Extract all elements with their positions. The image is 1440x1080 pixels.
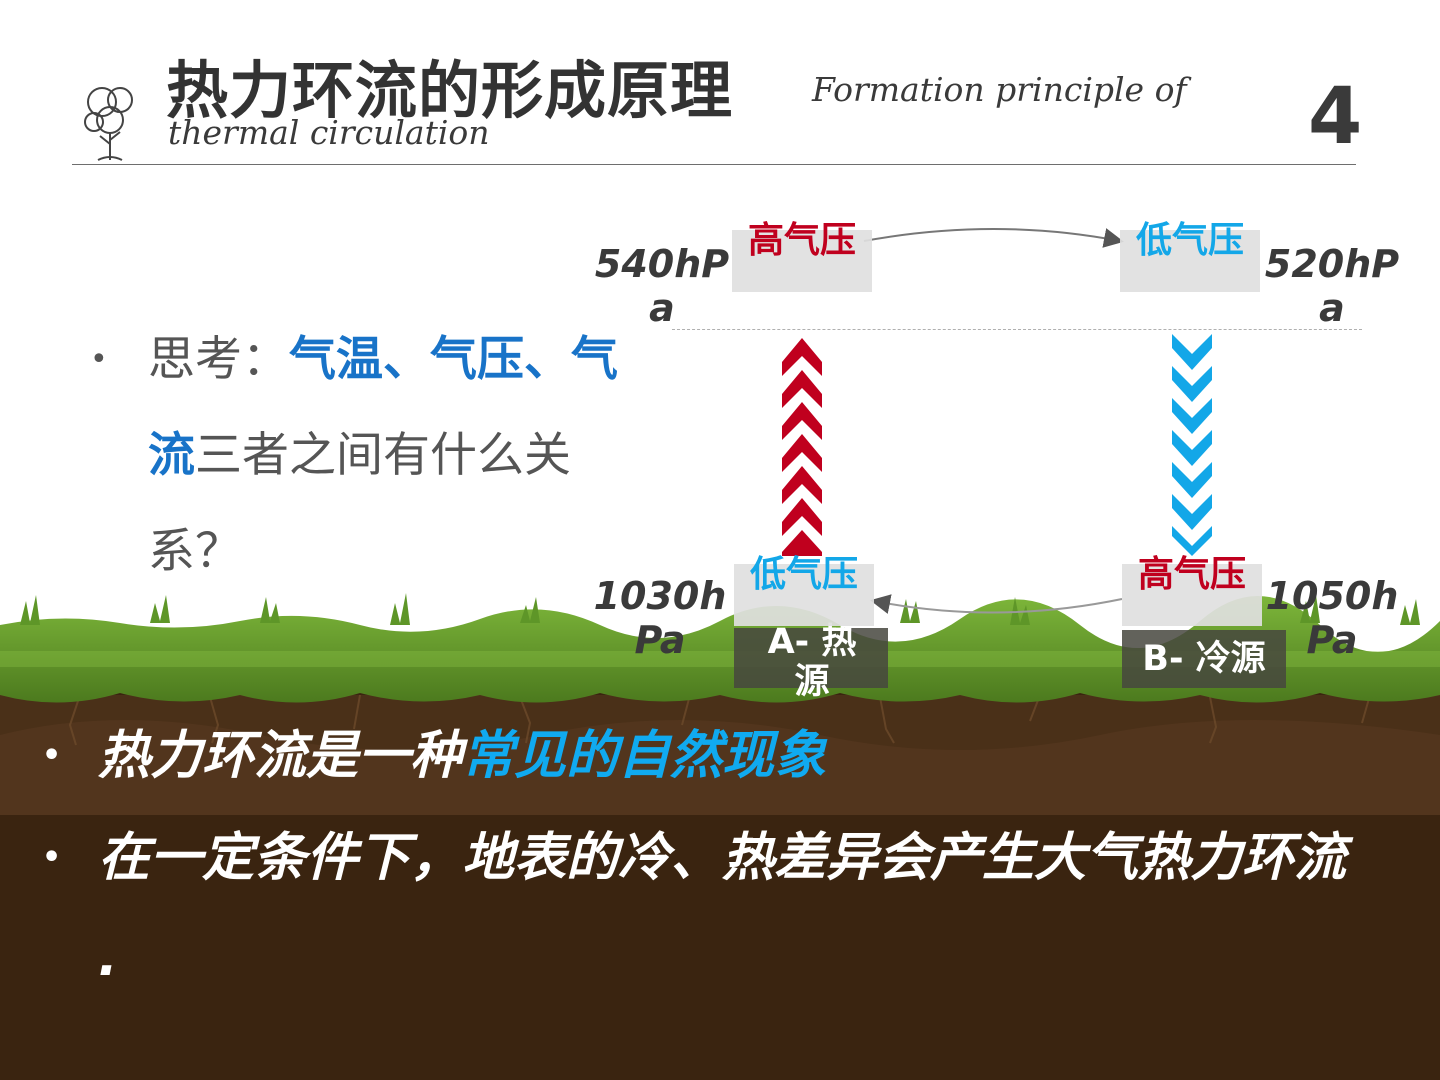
bottom-left-pressure-label: 低气压 xyxy=(749,554,858,595)
bottom-left-pressure-value: 1030hPa xyxy=(593,574,727,662)
question-suffix: 三者之间有什么关系？ xyxy=(148,428,571,579)
bullet-dot: • xyxy=(90,342,108,377)
bottom-right-pressure-box xyxy=(1122,564,1262,626)
curved-arrow-icon xyxy=(863,228,1124,248)
curved-arrow-icon xyxy=(870,594,1123,614)
question-prefix: 思考： xyxy=(148,332,289,387)
top-right-pressure-value: 520hPa xyxy=(1264,242,1400,330)
cold-source-label: B- 冷源 xyxy=(1122,630,1286,688)
heat-source-box xyxy=(734,628,888,688)
top-left-pressure-box xyxy=(732,230,872,292)
header-divider xyxy=(72,164,1356,165)
down-chevron-arrow-icon xyxy=(1172,334,1212,556)
bottom-left-pressure-box xyxy=(734,564,874,626)
bottom-bullet-1: • 热力环流是一种常见的自然现象 xyxy=(42,706,826,806)
top-right-pressure-box xyxy=(1120,230,1260,292)
isobar-dashed-line xyxy=(672,329,1362,330)
bottom-right-pressure-label: 高气压 xyxy=(1137,554,1246,595)
up-chevron-arrow-icon xyxy=(782,338,822,556)
top-left-pressure-label: 高气压 xyxy=(747,220,856,261)
bullet-1-highlight: 常见的自然现象 xyxy=(462,726,827,786)
question-block: • 思考：气温、气压、气流三者之间有什么关系？ xyxy=(90,312,630,600)
question-highlight: 气温、气压、气流 xyxy=(148,332,618,483)
tree-logo-icon xyxy=(84,87,133,161)
page-title: 热力环流的形成原理 xyxy=(166,54,734,127)
bottom-right-pressure-value: 1050hPa xyxy=(1265,574,1399,662)
bottom-bullet-2: • 在一定条件下，地表的冷、热差异会产生大气热力环流 . xyxy=(42,808,1372,1008)
bullet-dot: • xyxy=(42,840,62,875)
top-right-pressure-label: 低气压 xyxy=(1135,220,1244,261)
page-number: 4 xyxy=(1308,72,1363,162)
bullet-2-text: 在一定条件下，地表的冷、热差异会产生大气热力环流 . xyxy=(98,828,1347,988)
top-left-pressure-value: 540hPa xyxy=(594,242,730,330)
english-subtitle-line2: thermal circulation xyxy=(168,113,490,152)
bullet-1-plain: 热力环流是一种 xyxy=(98,726,463,786)
heat-source-label: A- 热源 xyxy=(767,622,857,702)
ground-illustration xyxy=(0,593,1440,1080)
english-subtitle-line1: Formation principle of xyxy=(812,70,1187,109)
bullet-dot: • xyxy=(42,738,62,773)
